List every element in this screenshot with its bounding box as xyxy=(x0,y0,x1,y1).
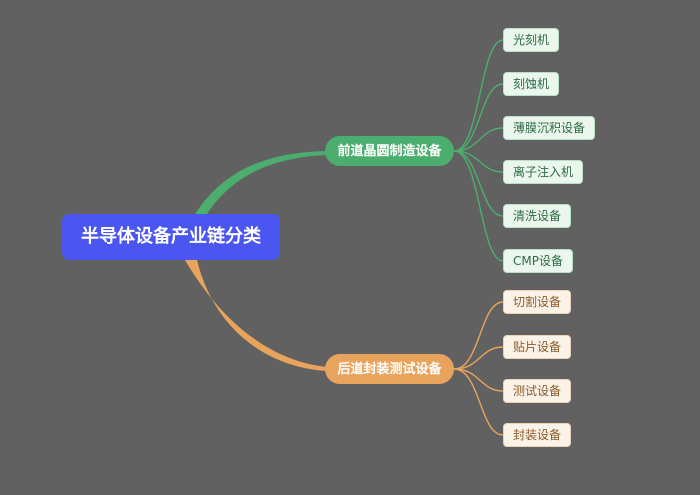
link-front-leaf-3 xyxy=(453,127,504,152)
link-front-leaf-6 xyxy=(453,150,504,262)
leaf-die-bonding-equipment[interactable]: 贴片设备 xyxy=(503,335,572,359)
leaf-cmp-equipment[interactable]: CMP设备 xyxy=(503,249,573,273)
branch-back-end-packaging-test-equipment[interactable]: 后道封装测试设备 xyxy=(325,354,454,384)
link-back-leaf-1 xyxy=(453,301,504,370)
links-back-leaves xyxy=(453,301,504,436)
leaf-dicing-equipment[interactable]: 切割设备 xyxy=(503,290,572,314)
link-front-leaf-2 xyxy=(453,83,504,152)
leaf-etching-machine[interactable]: 刻蚀机 xyxy=(503,72,560,96)
link-back-leaf-3 xyxy=(453,368,504,392)
links-front-leaves xyxy=(453,39,504,262)
link-front-leaf-1 xyxy=(453,39,504,152)
root-topic[interactable]: 半导体设备产业链分类 xyxy=(62,214,280,260)
link-front-leaf-4 xyxy=(453,150,504,173)
link-root-front xyxy=(195,151,328,214)
leaf-ion-implanter[interactable]: 离子注入机 xyxy=(503,160,584,184)
leaf-test-equipment[interactable]: 测试设备 xyxy=(503,379,572,403)
link-back-leaf-4 xyxy=(453,368,504,436)
branch-front-end-wafer-equipment[interactable]: 前道晶圆制造设备 xyxy=(325,136,454,166)
link-back-leaf-2 xyxy=(453,346,504,370)
leaf-lithography-machine[interactable]: 光刻机 xyxy=(503,28,560,52)
link-root-back xyxy=(185,260,328,371)
leaf-packaging-equipment[interactable]: 封装设备 xyxy=(503,423,572,447)
leaf-cleaning-equipment[interactable]: 清洗设备 xyxy=(503,204,572,228)
link-front-leaf-5 xyxy=(453,150,504,217)
leaf-thin-film-deposition[interactable]: 薄膜沉积设备 xyxy=(503,116,596,140)
